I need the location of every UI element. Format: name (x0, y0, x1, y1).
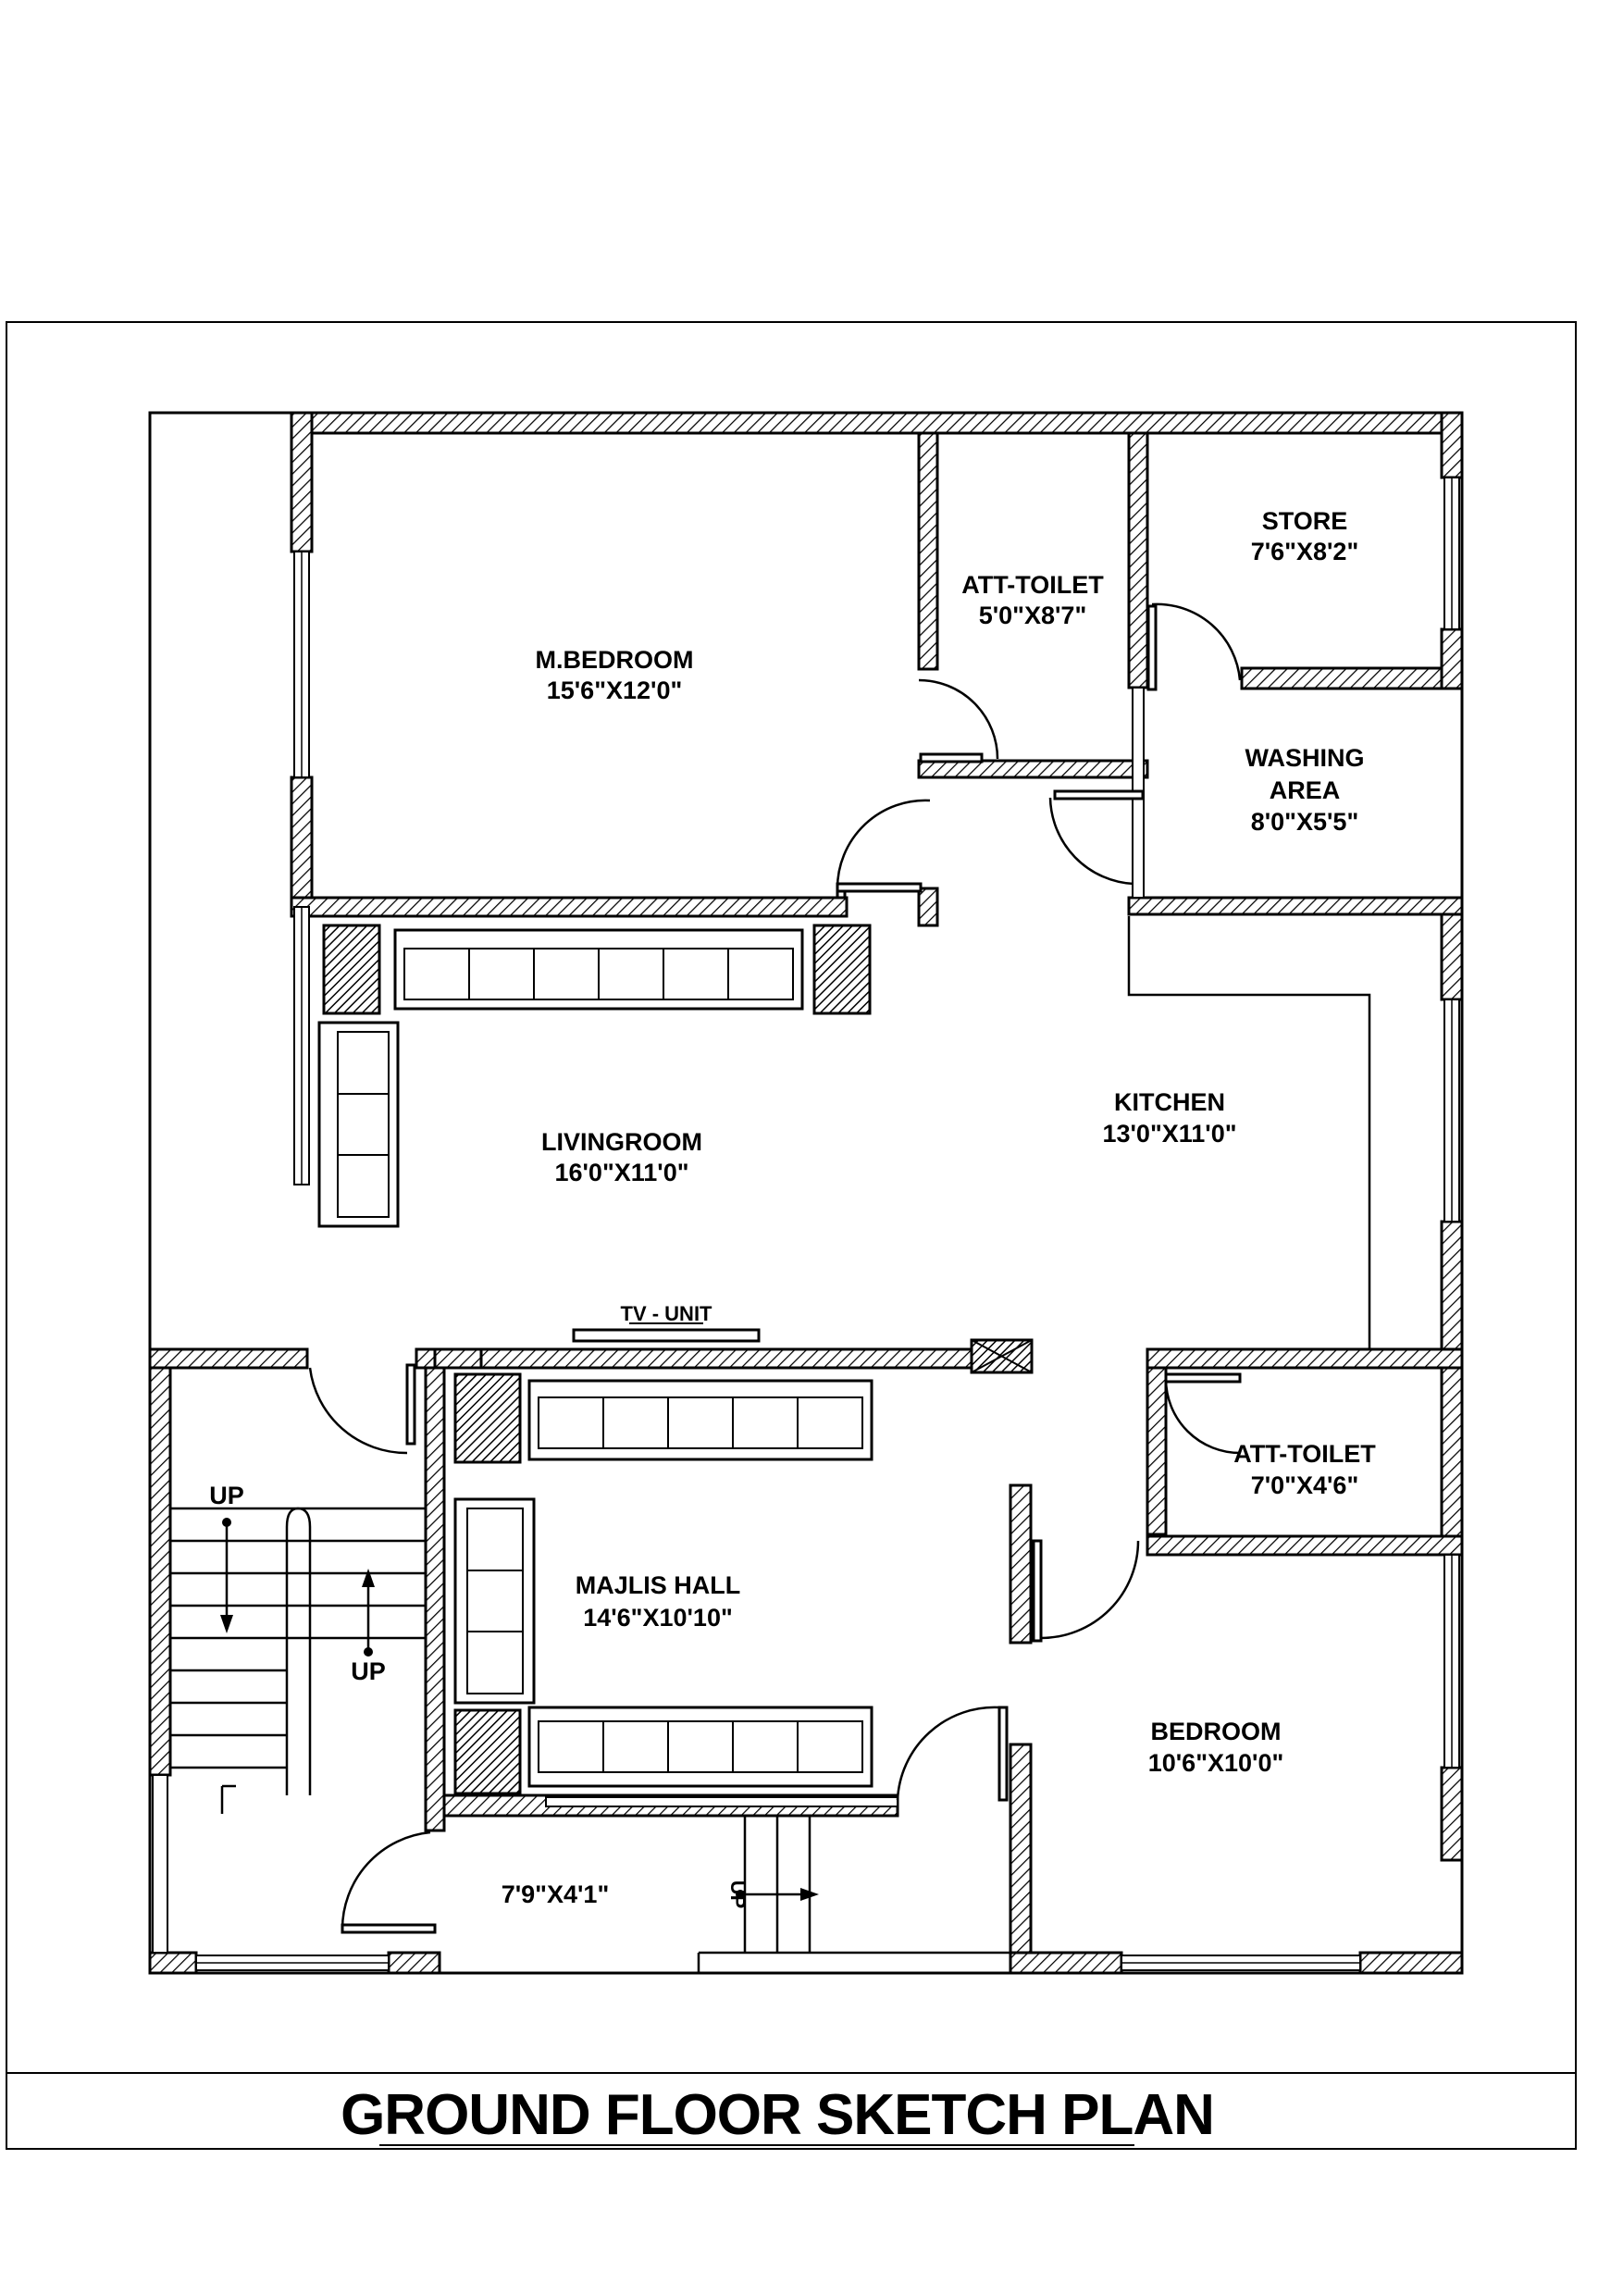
windows (152, 477, 1460, 1971)
label-majlis-hall: MAJLIS HALL (576, 1571, 741, 1599)
label-living-room: LIVINGROOM (541, 1128, 702, 1156)
sheet-frame (6, 321, 1577, 2150)
label-store: STORE (1262, 507, 1348, 535)
sofa-majlis-left (453, 1497, 536, 1705)
size-entrance: 7'9"X4'1" (502, 1880, 610, 1908)
sofa-living-left (317, 1021, 400, 1228)
label-att-toilet-2: ATT-TOILET (1233, 1440, 1376, 1468)
kitchen-counter (1127, 916, 1371, 1349)
label-att-toilet-1: ATT-TOILET (961, 571, 1104, 599)
stair-up-label-1: UP (209, 1482, 244, 1509)
doors (308, 602, 1242, 1934)
stair-up-label-3: UP (726, 1880, 750, 1909)
stair-up-label-2: UP (351, 1657, 386, 1685)
size-att-toilet-1: 5'0"X8'7" (979, 602, 1087, 629)
label-master-bedroom: M.BEDROOM (536, 646, 694, 674)
majlis-table-top (453, 1372, 522, 1464)
side-table-left (322, 924, 381, 1015)
staircase (170, 1507, 1010, 1973)
size-bedroom: 10'6"X10'0" (1148, 1749, 1284, 1777)
sofa-majlis-top (527, 1379, 873, 1461)
walls (148, 411, 1464, 1975)
side-table-right (812, 924, 872, 1015)
room-labels: M.BEDROOM 15'6"X12'0" ATT-TOILET 5'0"X8'… (209, 507, 1376, 1908)
living-room-furniture (317, 924, 1034, 1374)
tv-unit (572, 1328, 761, 1343)
size-master-bedroom: 15'6"X12'0" (547, 676, 683, 704)
label-kitchen: KITCHEN (1114, 1088, 1225, 1116)
majlis-table-bottom (453, 1708, 522, 1795)
size-store: 7'6"X8'2" (1251, 538, 1359, 565)
size-living-room: 16'0"X11'0" (554, 1159, 688, 1186)
label-tv-unit: TV - UNIT (621, 1302, 713, 1325)
label-washing: WASHING (1245, 744, 1364, 772)
label-bedroom: BEDROOM (1151, 1718, 1282, 1745)
majlis-furniture (453, 1372, 873, 1795)
size-majlis-hall: 14'6"X10'10" (583, 1604, 733, 1632)
label-area: AREA (1270, 776, 1341, 804)
size-att-toilet-2: 7'0"X4'6" (1251, 1471, 1359, 1499)
sofa-majlis-bottom (527, 1706, 873, 1788)
size-kitchen: 13'0"X11'0" (1102, 1120, 1236, 1148)
drawing-title: GROUND FLOOR SKETCH PLAN (341, 2083, 1214, 2147)
size-washing-area: 8'0"X5'5" (1251, 808, 1359, 836)
